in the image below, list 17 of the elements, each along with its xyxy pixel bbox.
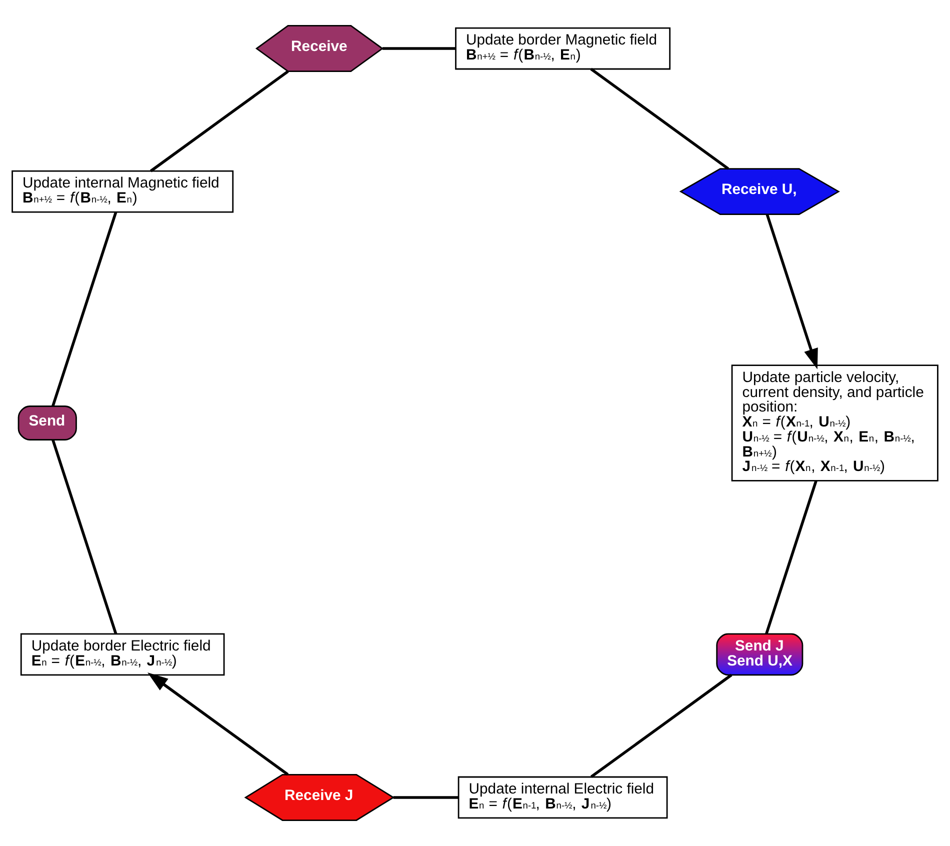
node-box: Update border Magnetic field Bn+½ = f(Bn-½, En) <box>455 27 671 70</box>
node-box: Update internal Magnetic field Bn+½ = f(Bn-½, En) <box>12 170 234 213</box>
node-box: Send J Send U,X <box>716 633 804 676</box>
connector <box>765 480 818 634</box>
connector <box>150 70 289 172</box>
connector <box>590 674 732 778</box>
node-box: Update border Electric field En = f(En-½, Bn-½, Jn-½) <box>20 633 225 676</box>
connector <box>590 68 730 170</box>
node-box: Update particle velocity, current density, and particle position: Xn = f(Xn-1, Un-½) Un-½ = f(Un-½, Xn, En, Bn-½, Bn+½) Jn-½ = f(Xn, Xn-1, Un-½) <box>731 364 938 482</box>
arrow <box>148 672 289 776</box>
node-box: Send <box>18 406 77 440</box>
connector <box>382 47 456 50</box>
arrow <box>766 214 818 370</box>
node-box: Update internal Electric field En = f(En-1, Bn-½, Jn-½) <box>458 776 668 819</box>
connector <box>52 212 118 406</box>
connector <box>52 440 118 634</box>
connector <box>393 796 459 799</box>
